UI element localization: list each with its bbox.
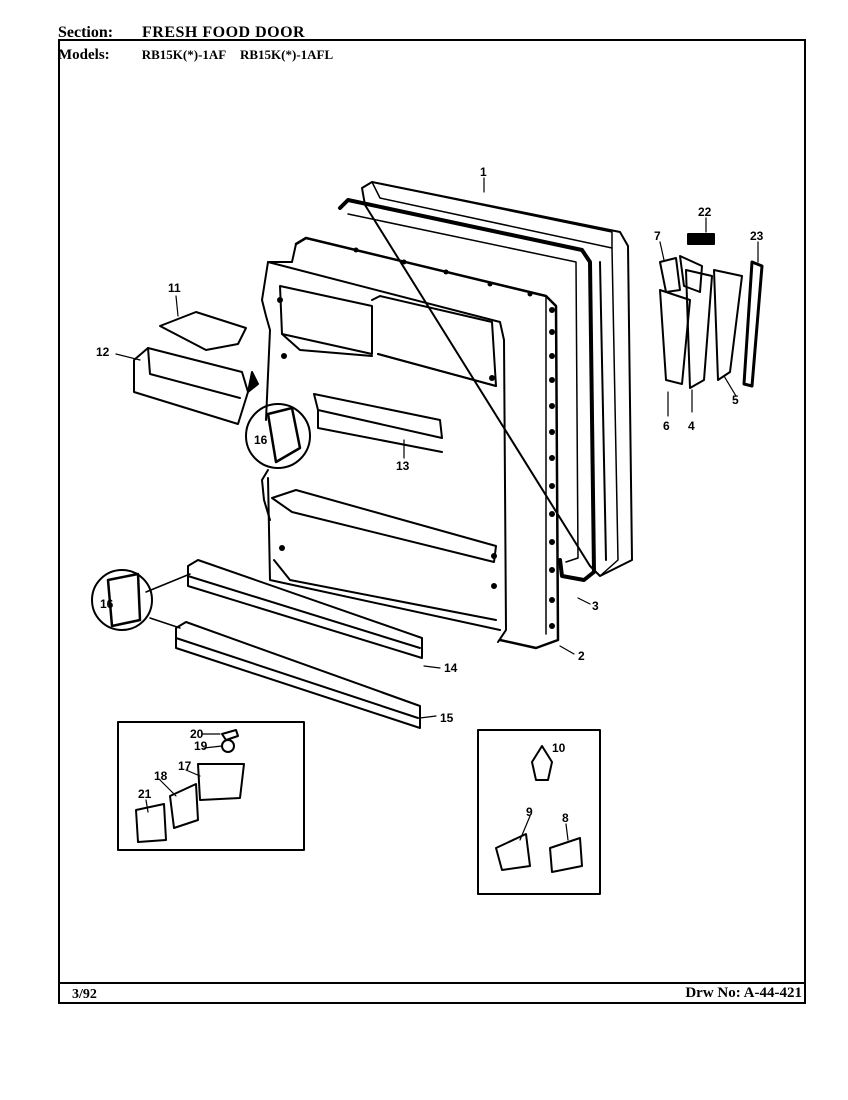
callout-16-upper: 16 — [254, 433, 268, 447]
callout-23: 23 — [750, 229, 764, 243]
dairy-compartment — [133, 347, 259, 425]
callout-7: 7 — [654, 229, 661, 243]
door-inner-liner — [261, 236, 560, 650]
callout-15: 15 — [440, 711, 454, 725]
inset-box-right — [477, 729, 601, 895]
door-gasket — [338, 198, 596, 582]
section-title: FRESH FOOD DOOR — [142, 24, 306, 41]
door-outer-panel — [361, 181, 633, 577]
drawing-date: 3/92 — [72, 987, 97, 1002]
callout-10: 10 — [552, 741, 566, 755]
detail-circle-16-upper — [245, 403, 311, 469]
callout-21: 21 — [138, 787, 152, 801]
callout-1: 1 — [480, 165, 487, 179]
models-header: Models: RB15K(*)-1AF RB15K(*)-1AFL — [58, 46, 343, 64]
leader-lines — [115, 177, 759, 841]
callout-5: 5 — [732, 393, 739, 407]
callout-12: 12 — [96, 345, 110, 359]
callout-16-lower: 16 — [100, 597, 114, 611]
callout-20: 20 — [190, 727, 204, 741]
model-number-1: RB15K(*)-1AF — [141, 47, 227, 62]
callout-3: 3 — [592, 599, 599, 613]
callout-17: 17 — [178, 759, 192, 773]
model-number-2: RB15K(*)-1AFL — [240, 47, 334, 62]
callout-18: 18 — [154, 769, 168, 783]
callout-2: 2 — [578, 649, 585, 663]
callout-6: 6 — [663, 419, 670, 433]
section-label: Section: — [58, 24, 114, 41]
shelf-retainer-bar-lower — [175, 621, 421, 729]
drawing-number: Drw No: A-44-421 — [685, 985, 802, 1001]
shelf-retainer-bar-upper — [187, 559, 423, 659]
diagram-frame — [58, 39, 806, 1004]
models-label: Models: — [58, 47, 110, 63]
callout-8: 8 — [562, 811, 569, 825]
callout-19: 19 — [194, 739, 208, 753]
footer-divider — [58, 982, 806, 984]
dairy-door-cover — [159, 311, 247, 351]
section-header: Section: FRESH FOOD DOOR — [58, 24, 305, 42]
callout-9: 9 — [526, 805, 533, 819]
callout-22: 22 — [698, 205, 712, 219]
callout-13: 13 — [396, 459, 410, 473]
callout-11: 11 — [168, 281, 181, 295]
inset-box-left — [117, 721, 305, 851]
callout-14: 14 — [444, 661, 458, 675]
detail-circle-16-lower — [91, 569, 191, 631]
hinge-parts — [659, 233, 764, 389]
callout-4: 4 — [688, 419, 695, 433]
